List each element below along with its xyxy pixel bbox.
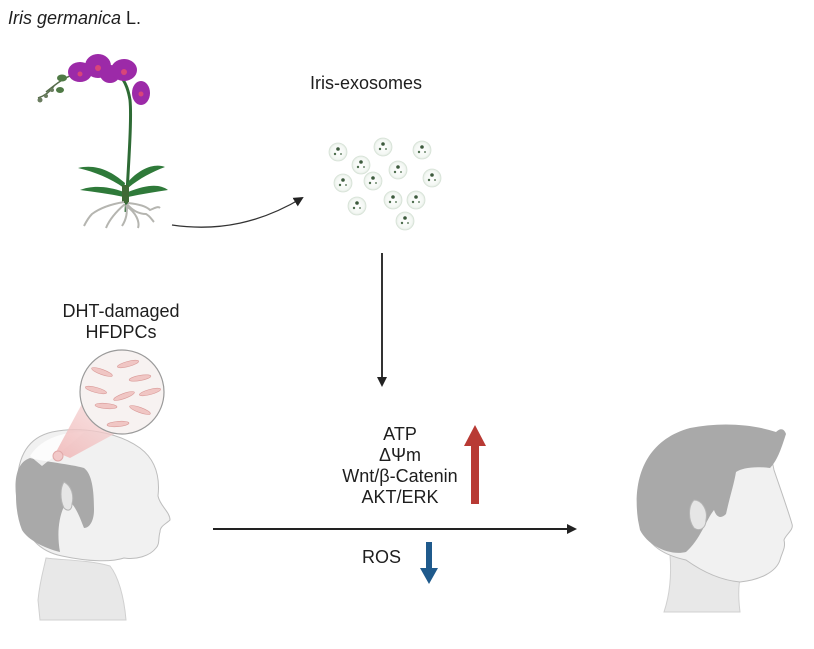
full-hair-head-profile-icon [636, 424, 793, 613]
upregulated-item: AKT/ERK [361, 487, 439, 507]
hfdpc-cell [94, 402, 118, 410]
exosome-vesicle [351, 155, 371, 175]
magnified-cells-icon [52, 349, 165, 462]
downregulated-item: ROS [362, 547, 402, 567]
exosome-vesicle [406, 190, 426, 210]
upregulated-item: Wnt/β-Catenin [342, 466, 458, 486]
exosomes-label: Iris-exosomes [310, 73, 423, 93]
downregulation-arrow-icon [420, 542, 438, 584]
plant-species-authority: L. [121, 8, 142, 28]
hfdpc-cell [113, 391, 135, 401]
upregulated-item: ATP [383, 424, 417, 444]
hfdpc-cell [117, 359, 139, 369]
exosome-vesicle [333, 173, 353, 193]
exosome-vesicle [328, 142, 348, 162]
damaged-cells-label-line1: DHT-damaged [62, 301, 180, 321]
exosome-vesicle [347, 196, 367, 216]
exosome-vesicle [422, 168, 442, 188]
hfdpc-cell [106, 420, 130, 428]
damaged-cells-label: DHT-damaged HFDPCs [36, 301, 206, 343]
upregulated-item: ΔΨm [378, 445, 422, 465]
exosome-vesicle [395, 211, 415, 231]
exosome-vesicle [363, 171, 383, 191]
hfdpc-cells [85, 359, 161, 428]
upregulated-list: ATP ΔΨm Wnt/β-Catenin AKT/ERK [290, 424, 510, 508]
orchid-roots [83, 201, 161, 229]
upregulation-arrow-icon [464, 425, 486, 504]
orchid-flowers [68, 54, 150, 105]
extraction-arrow [171, 196, 304, 228]
exosome-vesicle [388, 160, 408, 180]
exosome-vesicle [383, 190, 403, 210]
plant-stem [118, 74, 133, 213]
plant-species-label: Iris germanica L. [8, 8, 141, 29]
balding-head-profile-icon [15, 429, 171, 621]
hfdpc-cell [128, 374, 152, 382]
orchid-leaves [78, 165, 168, 203]
damaged-cells-label-line2: HFDPCs [85, 322, 157, 342]
hfdpc-cell [139, 387, 161, 397]
hfdpc-cell [91, 367, 113, 377]
hfdpc-cell [129, 405, 151, 415]
orchid-plant-icon [37, 54, 168, 229]
exosome-vesicle [412, 140, 432, 160]
hfdpc-cell [85, 385, 107, 395]
exosome-vesicle [373, 137, 393, 157]
plant-species-name: Iris germanica [8, 8, 122, 28]
exosome-vesicles-icon [328, 137, 442, 231]
